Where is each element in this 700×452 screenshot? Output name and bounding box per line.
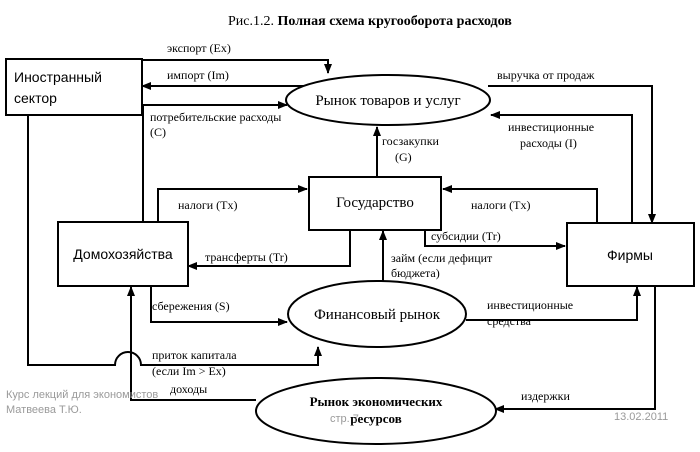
label-investment-funds: инвестиционные [487, 298, 573, 312]
costs-arrow [494, 287, 656, 413]
label-income: доходы [170, 382, 207, 396]
label-gov-purchases-symbol: (G) [395, 150, 412, 164]
taxes-households-arrow [157, 185, 308, 222]
label-loan-detail: бюджета) [391, 266, 440, 280]
label-consumption: потребительские расходы [150, 110, 281, 124]
capital-inflow-arrow [27, 115, 322, 366]
svg-text:Домохозяйства: Домохозяйства [73, 246, 173, 262]
footer-date: 13.02.2011 [614, 411, 668, 423]
label-capital-inflow-condition: (если Im > Ex) [152, 364, 226, 378]
revenue-arrow [488, 85, 656, 224]
label-import: импорт (Im) [167, 68, 229, 82]
svg-text:Финансовый рынок: Финансовый рынок [314, 307, 441, 323]
foreign-sector-node: Иностранный сектор [5, 58, 143, 116]
svg-text:Фирмы: Фирмы [607, 247, 653, 263]
resource-market-node: Рынок экономических ресурсов [255, 377, 497, 445]
label-subsidies: субсидии (Tr) [431, 229, 501, 243]
footer-page: стр. 7 [330, 413, 359, 425]
label-loan: займ (если дефицит [391, 251, 493, 265]
financial-market-node: Финансовый рынок [287, 280, 467, 348]
svg-text:Рынок товаров и услуг: Рынок товаров и услуг [315, 93, 460, 109]
label-investment: инвестиционные [508, 120, 594, 134]
firms-node: Фирмы [566, 222, 695, 287]
households-node: Домохозяйства [57, 221, 189, 287]
label-investment-symbol: расходы (I) [520, 136, 577, 150]
taxes-firms-arrow [442, 185, 598, 223]
svg-text:ресурсов: ресурсов [350, 411, 401, 426]
label-costs: издержки [521, 389, 570, 403]
label-export: экспорт (Ex) [167, 41, 231, 55]
label-savings: сбережения (S) [152, 299, 230, 313]
label-transfers: трансферты (Tr) [205, 250, 288, 264]
income-arrow [127, 286, 256, 401]
export-arrow [142, 59, 332, 74]
transfers-arrow [187, 230, 351, 270]
government-node: Государство [308, 176, 442, 231]
label-taxes-households: налоги (Tx) [178, 198, 238, 212]
label-taxes-firms: налоги (Tx) [471, 198, 531, 212]
investment-arrow [490, 111, 633, 223]
label-capital-inflow: приток капитала [152, 348, 237, 362]
svg-text:Государство: Государство [336, 195, 414, 211]
svg-text:Рынок экономических: Рынок экономических [310, 394, 443, 409]
goods-market-node: Рынок товаров и услуг [285, 74, 491, 126]
investment-funds-arrow [466, 286, 641, 321]
footer-course: Курс лекций для экономистов [6, 389, 158, 401]
svg-text:сектор: сектор [14, 90, 57, 106]
subsidies-arrow [424, 230, 566, 250]
figure-title: Рис.1.2. Полная схема кругооборота расхо… [228, 14, 512, 29]
savings-arrow [150, 287, 288, 326]
footer-author: Матвеева Т.Ю. [6, 404, 82, 416]
label-investment-funds-detail: средства [487, 314, 532, 328]
label-gov-purchases: госзакупки [382, 134, 440, 148]
label-consumption-symbol: (C) [150, 125, 166, 139]
svg-text:Иностранный: Иностранный [14, 69, 102, 85]
label-revenue: выручка от продаж [497, 68, 595, 82]
